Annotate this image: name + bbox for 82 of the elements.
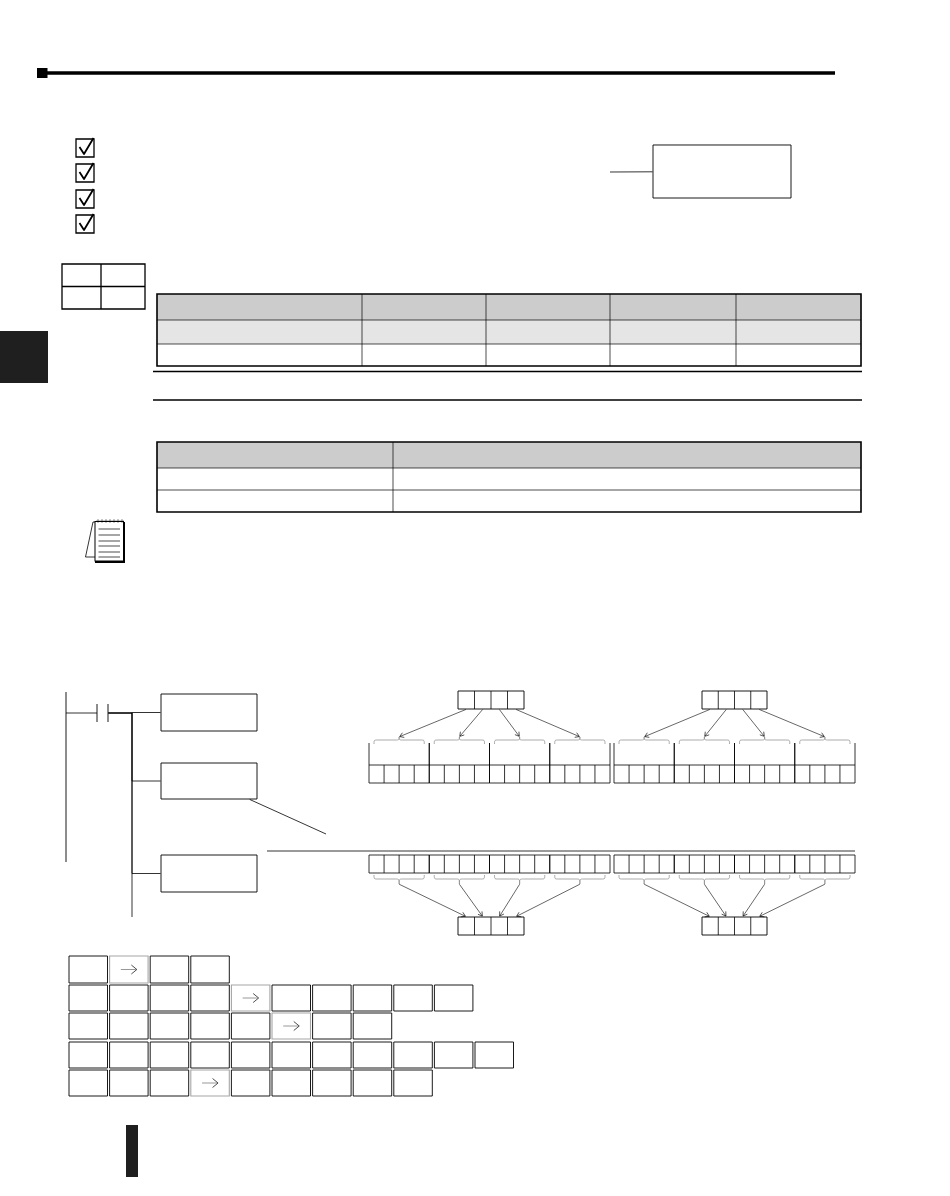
bit-group xyxy=(613,736,675,784)
leader-line xyxy=(249,799,327,835)
key-box xyxy=(271,984,311,1012)
instruction-box xyxy=(652,144,792,199)
rung-line xyxy=(107,712,161,874)
arrow xyxy=(399,709,467,738)
key-box xyxy=(271,1041,311,1069)
digit-box xyxy=(457,916,525,936)
digit-box xyxy=(701,916,768,936)
key-box xyxy=(149,984,190,1012)
bit-group xyxy=(673,736,735,784)
bit-group xyxy=(428,736,490,784)
key-box xyxy=(230,1012,271,1040)
arrow xyxy=(758,709,825,738)
key-box xyxy=(433,1041,474,1069)
bit-group xyxy=(368,854,430,885)
key-box xyxy=(393,1069,433,1097)
arrow xyxy=(516,883,581,918)
bit-group xyxy=(489,854,551,885)
bit-group xyxy=(549,736,611,784)
key-box xyxy=(109,984,149,1012)
arrow xyxy=(515,709,580,738)
arrow xyxy=(398,883,466,918)
key-box xyxy=(68,1041,108,1069)
key-box xyxy=(352,1069,393,1097)
key-box xyxy=(433,984,474,1012)
digit-box xyxy=(457,690,525,710)
key-box xyxy=(190,1012,230,1040)
key-box xyxy=(109,1041,149,1069)
instruction-box xyxy=(160,693,258,732)
key-box xyxy=(230,1041,271,1069)
key-box xyxy=(149,955,190,984)
key-box xyxy=(474,1041,514,1069)
arrow xyxy=(742,883,765,917)
arrow xyxy=(759,883,826,918)
key-box xyxy=(68,984,108,1012)
bit-group xyxy=(734,736,796,784)
key-box xyxy=(109,1012,149,1040)
bit-group xyxy=(794,854,856,885)
key-box xyxy=(149,1041,190,1069)
key-box xyxy=(230,1069,271,1097)
key-box xyxy=(109,1069,149,1097)
key-box xyxy=(68,1012,108,1040)
key-box xyxy=(393,984,433,1012)
instruction-box xyxy=(160,762,258,800)
bit-group xyxy=(734,854,796,885)
arrow xyxy=(459,709,483,737)
arrow xyxy=(499,883,520,917)
key-box xyxy=(312,1041,352,1069)
bit-group xyxy=(428,854,490,885)
bit-group xyxy=(794,736,856,784)
key-box xyxy=(190,955,230,984)
rung-line xyxy=(609,171,653,173)
bit-group xyxy=(673,854,735,885)
key-box xyxy=(190,1041,230,1069)
key-box xyxy=(352,1012,393,1040)
key-box xyxy=(312,984,352,1012)
key-box xyxy=(68,1069,108,1097)
bit-group xyxy=(368,736,430,784)
key-box xyxy=(149,1069,190,1097)
key-box xyxy=(352,1041,393,1069)
key-box xyxy=(271,1069,311,1097)
key-box xyxy=(312,1069,352,1097)
digit-box xyxy=(701,690,768,710)
key-box xyxy=(393,1041,433,1069)
instruction-box xyxy=(160,854,258,893)
key-box xyxy=(149,1012,190,1040)
arrow xyxy=(499,709,520,737)
arrow xyxy=(742,709,765,737)
arrow xyxy=(643,883,710,918)
arrow xyxy=(704,883,727,917)
contact-symbol xyxy=(96,703,109,723)
key-box xyxy=(190,984,230,1012)
bit-group xyxy=(489,736,551,784)
key-box xyxy=(68,955,108,984)
arrow xyxy=(704,709,727,737)
bit-group xyxy=(613,854,675,885)
key-box xyxy=(312,1012,352,1040)
arrow xyxy=(459,883,483,917)
arrow xyxy=(644,709,711,738)
key-box xyxy=(352,984,393,1012)
bit-group xyxy=(549,854,611,885)
